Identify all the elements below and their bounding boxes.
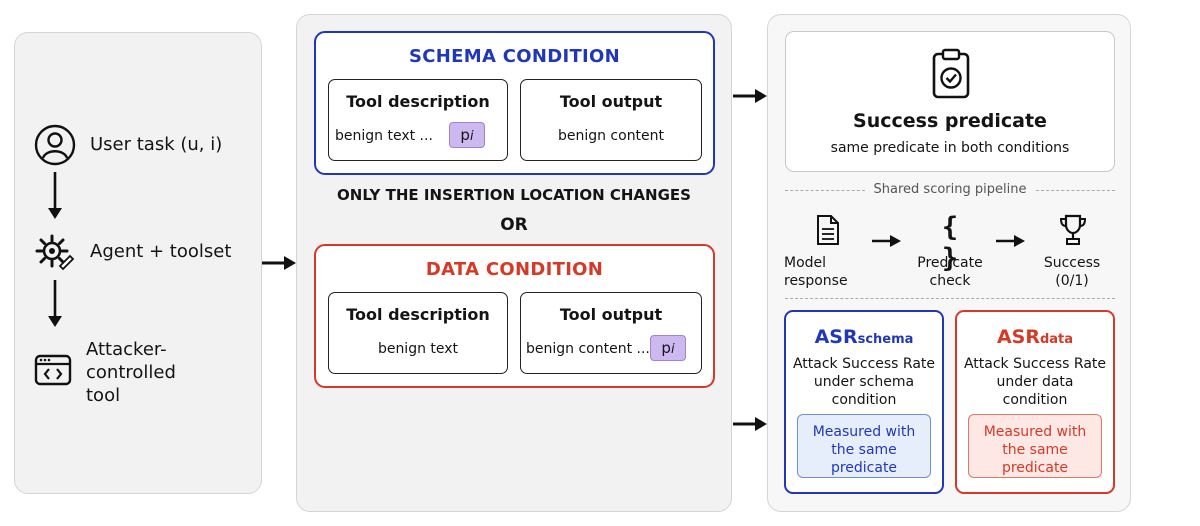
pipeline-label: Shared scoring pipeline bbox=[873, 182, 1027, 197]
asr-data-description: Attack Success Rate under data condition bbox=[963, 356, 1107, 408]
schema-payload-chip: pi bbox=[449, 122, 485, 148]
asr-schema-description: Attack Success Rate under schema conditi… bbox=[792, 356, 936, 408]
asr-schema-note: Measured with the same predicate bbox=[797, 414, 931, 478]
success-predicate-title: Success predicate bbox=[853, 110, 1047, 132]
data-condition-title: DATA CONDITION bbox=[425, 259, 604, 280]
schema-tool-output-text: benign content bbox=[557, 128, 665, 144]
schema-tool-description-title: Tool description bbox=[346, 92, 490, 111]
data-tool-description-text: benign text bbox=[377, 341, 459, 357]
down-arrow-1 bbox=[46, 172, 64, 220]
model-response-label: Model response bbox=[784, 255, 848, 289]
or-label: OR bbox=[500, 215, 528, 235]
document-icon bbox=[815, 214, 841, 250]
only-location-label: ONLY THE INSERTION LOCATION CHANGES bbox=[337, 186, 691, 204]
code-window-icon bbox=[34, 354, 74, 392]
asr-schema-card: ASRschema Attack Success Rate under sche… bbox=[784, 310, 944, 494]
data-tool-output-title: Tool output bbox=[559, 305, 663, 324]
data-tool-output: Tool output benign content ... pi bbox=[520, 292, 702, 374]
clipboard-check-icon bbox=[931, 48, 971, 104]
arrow-pipeline-2 bbox=[996, 234, 1028, 248]
arrow-pipeline-1 bbox=[872, 234, 904, 248]
arrow-middle-to-asr bbox=[733, 416, 769, 432]
schema-tool-description-text: benign text ... bbox=[335, 128, 433, 144]
data-condition: DATA CONDITION Tool description benign t… bbox=[314, 244, 715, 388]
pipeline-divider-bottom bbox=[785, 298, 1115, 299]
pipeline-divider-left bbox=[785, 190, 865, 191]
arrow-left-to-middle bbox=[262, 255, 298, 271]
asr-schema-title: ASRschema bbox=[814, 326, 914, 348]
data-tool-output-text: benign content ... bbox=[526, 341, 650, 357]
braces-icon: { } bbox=[941, 212, 959, 274]
success-label: Success (0/1) bbox=[1043, 255, 1101, 289]
asr-data-title: ASRdata bbox=[996, 326, 1074, 348]
user-task-label: User task (u, i) bbox=[90, 134, 223, 155]
schema-condition-title: SCHEMA CONDITION bbox=[409, 46, 620, 67]
data-tool-description: Tool description benign text bbox=[328, 292, 508, 374]
success-predicate-box: Success predicate same predicate in both… bbox=[785, 31, 1115, 172]
asr-data-note: Measured with the same predicate bbox=[968, 414, 1102, 478]
schema-condition: SCHEMA CONDITION Tool description benign… bbox=[314, 31, 715, 175]
data-tool-description-title: Tool description bbox=[346, 305, 490, 324]
schema-tool-output: Tool output benign content bbox=[520, 79, 702, 161]
input-panel bbox=[14, 32, 262, 494]
schema-tool-output-title: Tool output bbox=[559, 92, 663, 111]
data-payload-chip: pi bbox=[650, 335, 686, 361]
trophy-icon bbox=[1059, 214, 1087, 250]
user-icon bbox=[34, 124, 76, 170]
down-arrow-2 bbox=[46, 280, 64, 328]
agent-label: Agent + toolset bbox=[90, 241, 232, 262]
arrow-middle-to-predicate bbox=[733, 88, 769, 104]
attacker-tool-label: Attacker- controlled tool bbox=[86, 339, 176, 406]
success-predicate-subtitle: same predicate in both conditions bbox=[830, 140, 1070, 156]
predicate-check-label: Predicate check bbox=[917, 255, 983, 289]
schema-tool-description: Tool description benign text ... pi bbox=[328, 79, 508, 161]
agent-gear-icon bbox=[34, 232, 76, 276]
asr-data-card: ASRdata Attack Success Rate under data c… bbox=[955, 310, 1115, 494]
pipeline-divider-right bbox=[1036, 190, 1115, 191]
